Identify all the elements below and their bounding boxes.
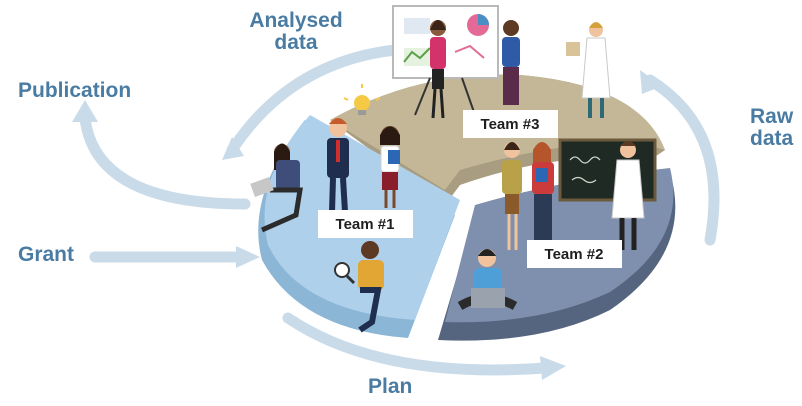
person-man-suit xyxy=(327,118,349,213)
team1-label: Team #1 xyxy=(318,210,413,238)
team2-label-text: Team #2 xyxy=(545,246,604,263)
analysed-data-label: Analysed data xyxy=(240,10,352,54)
team3-label: Team #3 xyxy=(463,110,558,138)
arrow-head-analysed xyxy=(222,137,244,160)
arrow-heads xyxy=(72,70,662,380)
pie-chart-icon xyxy=(467,14,489,36)
arrow-head-plan xyxy=(540,356,566,380)
cycle-arrows xyxy=(79,44,720,376)
person-woman-notebook xyxy=(380,126,400,208)
arrow-head-publication xyxy=(72,100,98,122)
team1-label-text: Team #1 xyxy=(336,216,395,233)
person-woman-labcoat xyxy=(566,22,611,118)
person-woman-red xyxy=(532,142,554,242)
arrow-head-grant xyxy=(236,246,260,268)
magnifier-icon xyxy=(334,262,356,285)
analysed-data-line1: Analysed xyxy=(249,9,343,32)
analysed-data-line2: data xyxy=(274,31,318,54)
raw-data-line2: data xyxy=(750,127,794,150)
publication-label: Publication xyxy=(18,79,132,102)
lightbulb-icon xyxy=(343,84,381,115)
arrow-plan xyxy=(282,312,551,376)
person-presenter xyxy=(430,20,446,119)
raw-data-line1: Raw xyxy=(750,105,794,128)
person-man-magnifier xyxy=(334,241,384,333)
arrow-head-raw xyxy=(640,70,662,94)
plan-label: Plan xyxy=(368,375,413,398)
person-woman-olive xyxy=(502,142,522,250)
people xyxy=(250,20,645,333)
arrow-raw-data xyxy=(644,74,720,246)
arrow-publication xyxy=(79,112,251,210)
person-man-labcoat xyxy=(611,141,645,250)
team2-label: Team #2 xyxy=(527,240,622,268)
laptop-icon xyxy=(250,177,274,197)
arrow-analysed-data xyxy=(226,44,401,156)
raw-data-label: Raw data xyxy=(750,106,793,150)
person-woman-laptop xyxy=(250,143,303,233)
team3-label-text: Team #3 xyxy=(481,116,540,133)
grant-label: Grant xyxy=(18,243,75,266)
person-man-blue xyxy=(502,20,520,105)
person-man-laptop xyxy=(457,249,518,310)
